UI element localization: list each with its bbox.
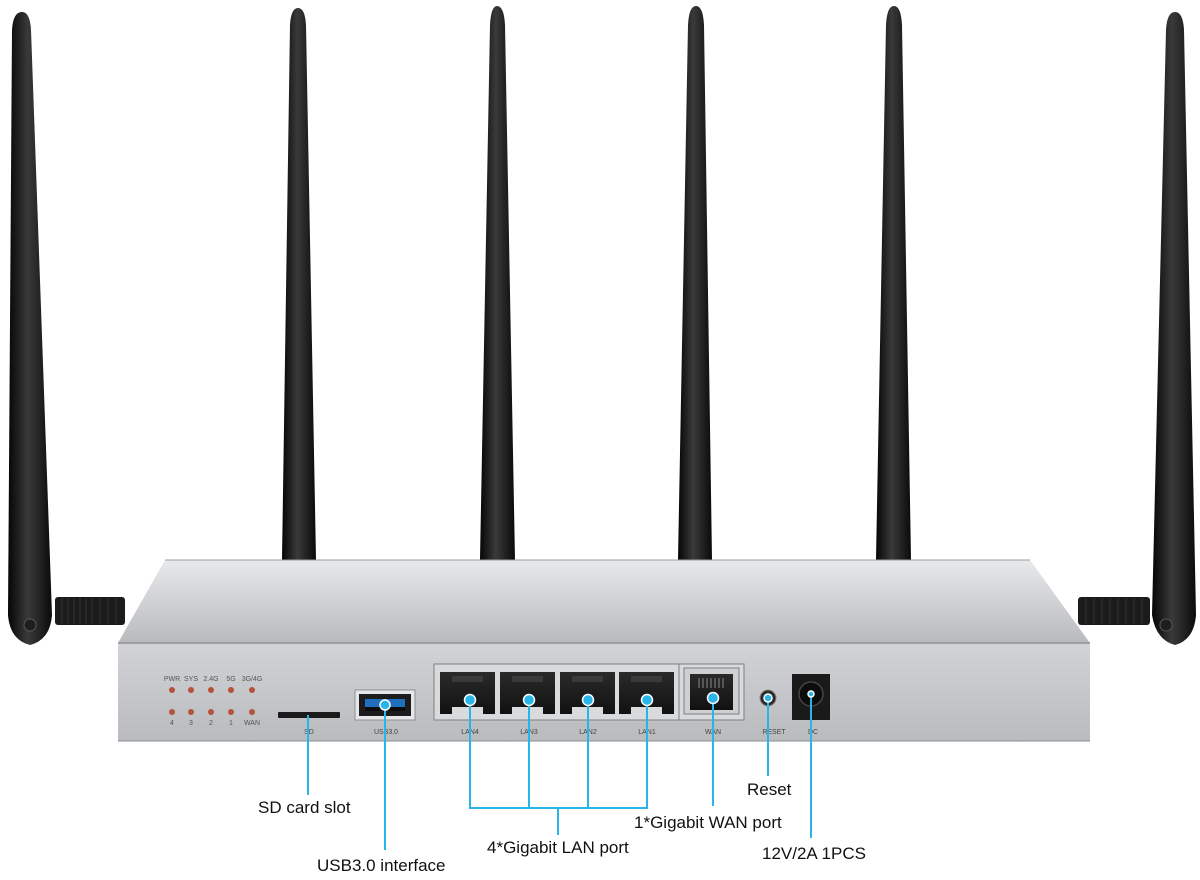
wan-callout: 1*Gigabit WAN port (634, 813, 782, 832)
led-lan1 (228, 709, 234, 715)
led-sys (188, 687, 194, 693)
led-label-1: 1 (229, 720, 233, 727)
led-label-2: 2 (209, 720, 213, 727)
led-label-5g: 5G (226, 676, 235, 683)
callout-lines (307, 694, 812, 850)
lan-callout: 4*Gigabit LAN port (487, 838, 629, 857)
led-lan4 (169, 709, 175, 715)
antenna-right (1078, 12, 1196, 645)
led-label-24g: 2.4G (203, 676, 218, 683)
led-5g (228, 687, 234, 693)
led-panel: PWR SYS 2.4G 5G 3G/4G 4 3 2 1 WAN (164, 676, 262, 727)
antenna-left (8, 12, 125, 645)
led-24g (208, 687, 214, 693)
lan4-port (440, 672, 495, 714)
antenna-2 (480, 6, 515, 560)
callout-dots (379, 690, 815, 711)
led-label-3: 3 (189, 720, 193, 727)
led-label-4: 4 (170, 720, 174, 727)
antenna-3 (678, 6, 712, 560)
antenna-1 (282, 8, 316, 560)
reset-callout: Reset (747, 780, 792, 799)
led-lan3 (188, 709, 194, 715)
lan3-port (500, 672, 555, 714)
led-label-sys: SYS (184, 676, 198, 683)
reset-port-label: RESET (762, 729, 786, 736)
usb-callout: USB3.0 interface (317, 856, 446, 875)
wan-port (683, 667, 740, 715)
led-lan2 (208, 709, 214, 715)
sd-card-callout: SD card slot (258, 798, 351, 817)
led-3g4g (249, 687, 255, 693)
usb-port-label: USB3.0 (374, 729, 398, 736)
led-label-pwr: PWR (164, 676, 180, 683)
dc-port-label: DC (808, 729, 818, 736)
power-callout: 12V/2A 1PCS (762, 844, 866, 863)
led-label-wan: WAN (244, 720, 260, 727)
led-pwr (169, 687, 175, 693)
antenna-4 (876, 6, 911, 560)
led-label-3g4g: 3G/4G (242, 676, 263, 683)
led-wan (249, 709, 255, 715)
